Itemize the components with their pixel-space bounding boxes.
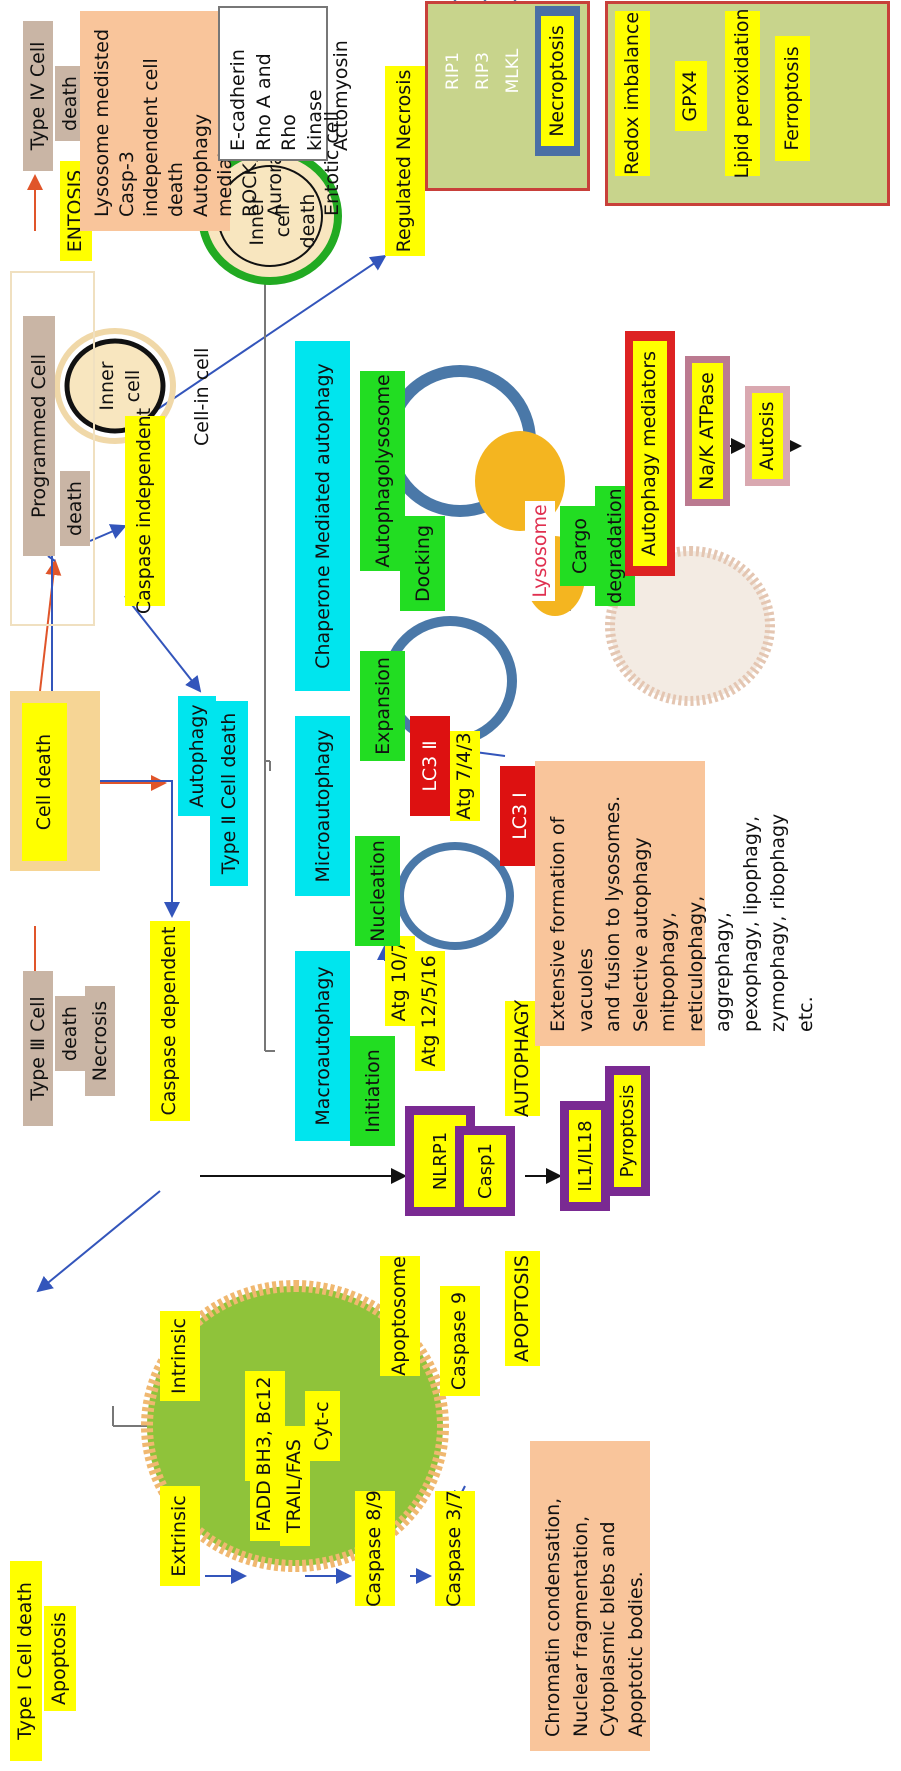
initiation-label: Initiation <box>350 1036 395 1146</box>
chaperone-label: Chaperone Mediated autophagy <box>295 341 350 691</box>
type1-title: Type Ⅰ Cell death <box>10 1561 42 1761</box>
type1-subtitle: Apoptosis <box>44 1606 76 1711</box>
fadd-label: FADD <box>250 1471 280 1541</box>
redox-label: Redox imbalance <box>615 11 650 176</box>
lipid-label: Lipid peroxidation <box>725 8 760 179</box>
apoptosis-heading: APOPTOSIS <box>505 1251 540 1366</box>
intrinsic-label: Intrinsic <box>160 1311 200 1401</box>
arrow-death-to-independent <box>89 524 127 542</box>
regulated-necrosis-label: Regulated Necrosis <box>385 66 425 256</box>
arrow-to-regulated-necrosis <box>154 254 387 412</box>
entotic-cell-label: Entotic cell <box>321 110 343 216</box>
autophagosome-1 <box>396 842 514 950</box>
atg12-label: Atg 12/5/16 <box>415 951 445 1071</box>
casp1-box: Casp1 <box>455 1126 515 1216</box>
pyroptosis-box: Pyroptosis <box>605 1066 650 1196</box>
inner-cell-label: Inner cell <box>96 361 144 411</box>
autophagy-description: Extensive formation of vacuoles and fusi… <box>535 761 817 1046</box>
entosis-mediators: Lysosome medisted Casp-3 independent cel… <box>80 11 286 231</box>
extrinsic-label: Extrinsic <box>160 1486 200 1586</box>
cadherin-box: E-cadherin Rho A and Rho kinase Actomyos… <box>218 6 352 161</box>
type3-cell-label: Type Ⅲ Cell <box>23 971 53 1126</box>
autophagolysosome-label: Autophagolysosome <box>360 371 405 571</box>
caspase-independent-label: Caspase independent <box>125 408 165 614</box>
macroautophagy-label: Macroautophagy <box>295 951 350 1141</box>
lc3ii-label: LC3 Ⅱ <box>410 716 450 816</box>
programmed-death-label: death <box>60 471 90 546</box>
atg743-label: Atg 7/4/3 <box>450 731 480 821</box>
arrow-programmed-cell <box>47 555 56 562</box>
autosis-label: Autosis <box>752 393 783 479</box>
inner-cell-death-label: Inner cell death <box>246 193 320 249</box>
caspase-dependent-label: Caspase dependent <box>150 921 190 1121</box>
cell-death-label: Cell death <box>22 703 67 861</box>
lc3i-label: LC3 Ⅰ <box>500 766 540 866</box>
caspase89-label: Caspase 8/9 <box>355 1490 395 1607</box>
caspase9-label: Caspase 9 <box>440 1286 480 1396</box>
cargo-label: Cargo <box>560 506 600 586</box>
apoptosome-label: Apoptosome <box>380 1256 420 1376</box>
autosis-mediators-label: Autophagy mediators <box>633 341 667 566</box>
bh3-label: BH3, Bc12 <box>245 1371 285 1481</box>
il-box: IL1/IL18 <box>560 1101 610 1211</box>
atg107-label: Atg 10/7 <box>385 936 415 1026</box>
rip3-label: RIP3 <box>473 52 493 90</box>
cytc-label: Cyt-c <box>305 1391 340 1461</box>
nucleation-label: Nucleation <box>355 836 400 946</box>
arrow-to-apoptosis <box>36 1190 161 1293</box>
expansion-label: Expansion <box>360 651 405 761</box>
programmed-cell-label: Programmed Cell <box>23 316 55 556</box>
type3-death-label: death <box>55 996 85 1071</box>
degradation-vesicle <box>605 546 775 706</box>
apoptosis-description: Chromatin condensation, Nuclear fragment… <box>530 1441 650 1751</box>
type2-label: Type Ⅱ Cell death <box>210 701 248 886</box>
microautophagy-label: Microautophagy <box>295 716 350 896</box>
lysosome-label: Lysosome <box>525 501 555 601</box>
type3-necrosis-label: Necrosis <box>85 986 115 1096</box>
autophagosome-2 <box>383 616 517 746</box>
atpase-label: Na/K ATPase <box>692 363 723 499</box>
inner-cell-ring <box>64 338 166 434</box>
ferroptosis-label: Ferroptosis <box>775 36 810 161</box>
type4-cell-label: Type Ⅳ Cell <box>23 21 53 171</box>
docking-label: Docking <box>400 516 445 611</box>
mlkl-label: MLKL <box>503 48 523 94</box>
rip1-label: RIP1 <box>443 52 463 90</box>
arrow-to-autophagy <box>124 595 202 693</box>
necroptosis-label: Necroptosis <box>541 16 574 146</box>
gpx4-label: GPX4 <box>675 61 707 131</box>
caspase37-label: Caspase 3/7 <box>435 1490 475 1607</box>
bracket-autophagy-types <box>264 280 275 1052</box>
cell-in-cell-label: Cell-in cell <box>191 347 213 446</box>
inner-cell-ring-outer <box>54 328 176 444</box>
